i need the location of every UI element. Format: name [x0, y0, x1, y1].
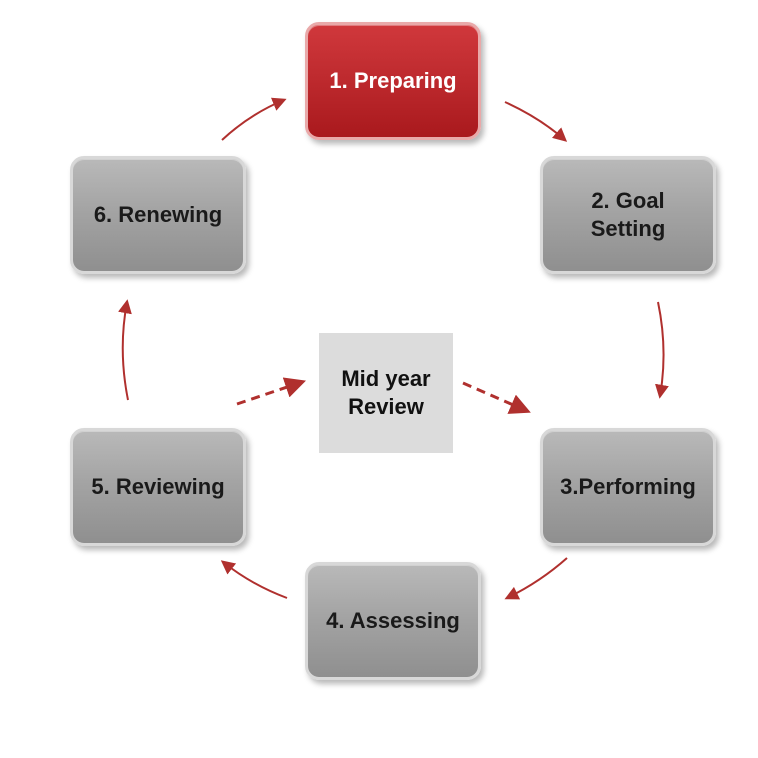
arrow-goal-setting-to-performing [655, 301, 669, 399]
arrow-dashed-reviewing-to-midyear [236, 377, 306, 406]
arrow-preparing-to-goal-setting [504, 101, 568, 142]
step-preparing-label: 1. Preparing [329, 68, 457, 93]
arrow-performing-to-assessing [504, 557, 568, 600]
step-renewing: 6. Renewing [70, 156, 246, 274]
step-renewing-label: 6. Renewing [93, 202, 223, 227]
step-reviewing: 5. Reviewing [70, 428, 246, 546]
arrow-dashed-midyear-to-performing [462, 381, 531, 414]
step-performing-label: 3.Performing [560, 474, 696, 499]
step-performing: 3.Performing [540, 428, 716, 546]
step-goal-setting-label: 2. Goal Setting [590, 188, 666, 241]
step-goal-setting: 2. Goal Setting [540, 156, 716, 274]
step-assessing-label: 4. Assessing [326, 608, 460, 633]
step-preparing: 1. Preparing [305, 22, 481, 140]
arrow-assessing-to-reviewing [220, 560, 288, 599]
step-assessing: 4. Assessing [305, 562, 481, 680]
arrow-reviewing-to-renewing [118, 299, 132, 401]
midyear-review-box: Mid year Review [319, 333, 453, 453]
step-reviewing-label: 5. Reviewing [91, 474, 225, 499]
midyear-review-label: Mid year Review [341, 366, 431, 419]
arrow-renewing-to-preparing [221, 97, 287, 141]
